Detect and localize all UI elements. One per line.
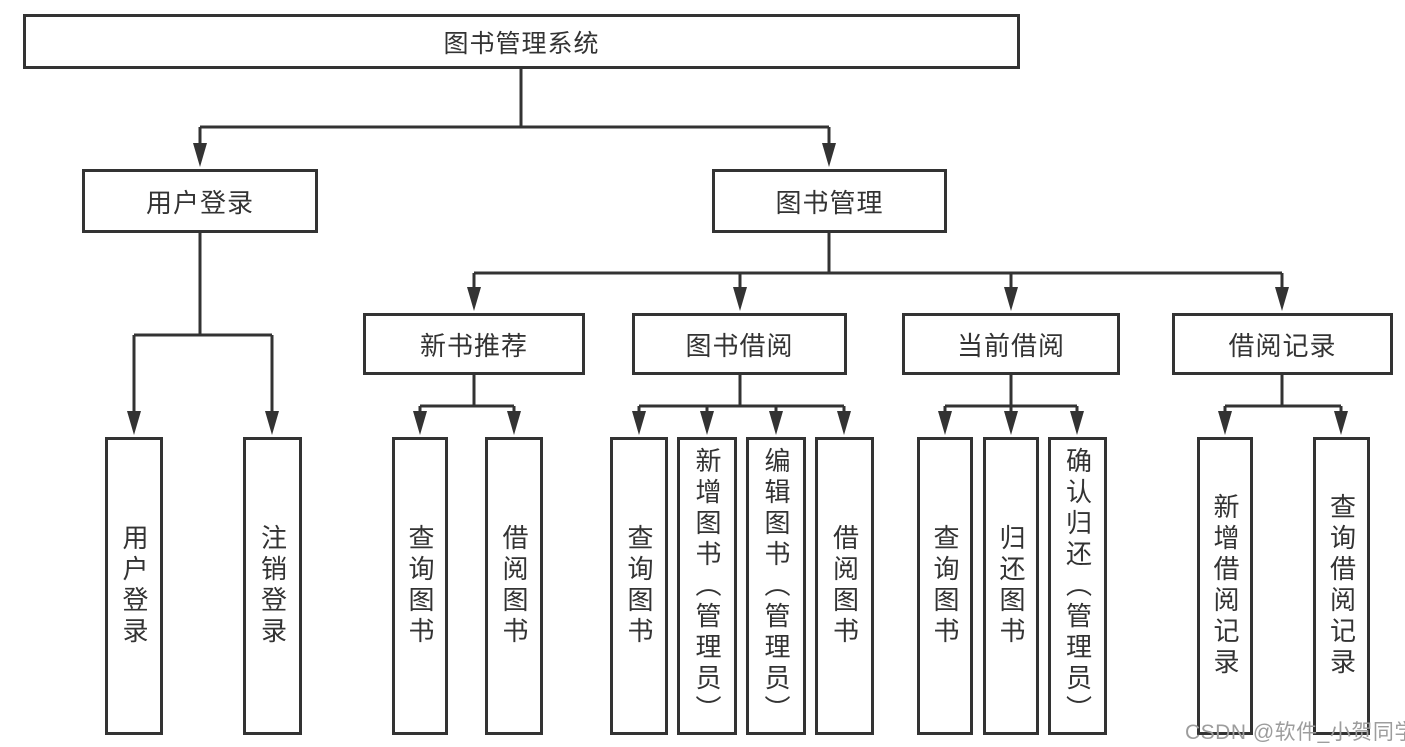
node-leaf-user-login: 用户登录 <box>105 437 163 735</box>
node-leaf-query-books-3-label: 查询图书 <box>930 524 960 648</box>
node-leaf-edit-books-admin: 编辑图书（管理员） <box>746 437 806 735</box>
node-leaf-add-books-admin: 新增图书（管理员） <box>677 437 737 735</box>
node-leaf-add-borrow-record-label: 新增借阅记录 <box>1210 493 1240 679</box>
node-book-management: 图书管理 <box>712 169 947 233</box>
node-leaf-borrow-books-1-label: 借阅图书 <box>499 524 529 648</box>
connector-new-book-children <box>413 375 521 435</box>
node-leaf-borrow-books-2: 借阅图书 <box>815 437 874 735</box>
node-book-borrow: 图书借阅 <box>632 313 847 375</box>
connector-book-management-children <box>467 233 1289 311</box>
connector-user-login-children <box>127 233 279 435</box>
node-leaf-logout-label: 注销登录 <box>257 524 288 648</box>
node-borrow-records: 借阅记录 <box>1172 313 1393 375</box>
node-new-book-recommend-label: 新书推荐 <box>419 330 528 361</box>
node-leaf-add-borrow-record: 新增借阅记录 <box>1197 437 1253 735</box>
connector-current-borrow-children <box>938 375 1084 435</box>
node-book-borrow-label: 图书借阅 <box>685 330 794 361</box>
node-leaf-logout: 注销登录 <box>243 437 302 735</box>
node-leaf-borrow-books-1: 借阅图书 <box>485 437 543 735</box>
node-leaf-user-login-label: 用户登录 <box>119 524 149 648</box>
node-leaf-add-books-admin-label: 新增图书（管理员） <box>692 446 722 726</box>
node-user-login-label: 用户登录 <box>145 187 254 218</box>
node-root-label: 图书管理系统 <box>443 29 600 58</box>
node-leaf-query-books-2-label: 查询图书 <box>624 524 654 648</box>
node-leaf-query-books-2: 查询图书 <box>610 437 668 735</box>
node-leaf-query-borrow-record-label: 查询借阅记录 <box>1326 493 1357 679</box>
node-current-borrow: 当前借阅 <box>902 313 1120 375</box>
node-borrow-records-label: 借阅记录 <box>1228 330 1337 361</box>
node-leaf-query-borrow-record: 查询借阅记录 <box>1313 437 1370 735</box>
node-book-management-label: 图书管理 <box>775 187 884 218</box>
node-leaf-return-books: 归还图书 <box>983 437 1039 735</box>
csdn-watermark: CSDN @软件_小贺同学 <box>1185 721 1405 744</box>
node-root: 图书管理系统 <box>23 14 1020 69</box>
node-leaf-confirm-return-admin: 确认归还（管理员） <box>1048 437 1107 735</box>
node-leaf-borrow-books-2-label: 借阅图书 <box>829 524 860 648</box>
connector-borrow-records-children <box>1218 375 1348 435</box>
node-leaf-edit-books-admin-label: 编辑图书（管理员） <box>761 446 791 726</box>
connector-book-borrow-children <box>632 375 851 435</box>
node-new-book-recommend: 新书推荐 <box>363 313 585 375</box>
node-leaf-confirm-return-admin-label: 确认归还（管理员） <box>1062 446 1093 726</box>
node-user-login: 用户登录 <box>82 169 318 233</box>
connector-root-to-level2 <box>193 69 836 167</box>
node-leaf-query-books-3: 查询图书 <box>917 437 973 735</box>
node-leaf-return-books-label: 归还图书 <box>996 524 1026 648</box>
node-leaf-query-books-1: 查询图书 <box>392 437 448 735</box>
node-leaf-query-books-1-label: 查询图书 <box>405 524 435 648</box>
node-current-borrow-label: 当前借阅 <box>956 330 1065 361</box>
